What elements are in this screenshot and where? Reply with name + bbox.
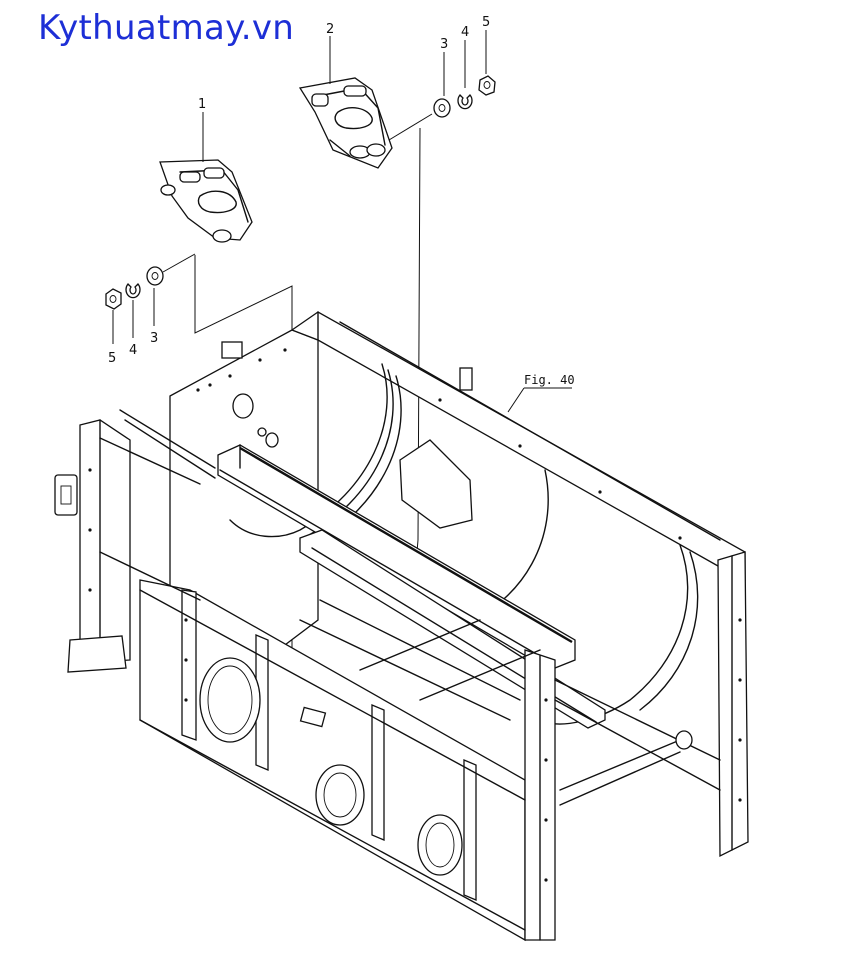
callout-part-2: 2 bbox=[326, 22, 334, 37]
bracket-part-1 bbox=[159, 159, 253, 243]
bolt-holes bbox=[88, 348, 742, 882]
main-frame bbox=[54, 311, 749, 942]
callout-washer-lower: 3 bbox=[150, 331, 158, 346]
hardware-upper bbox=[433, 75, 496, 118]
figure-reference: Fig. 40 bbox=[524, 373, 575, 387]
callout-washer-upper: 3 bbox=[440, 37, 448, 52]
site-watermark: Kythuatmay.vn bbox=[38, 8, 295, 48]
callout-lockwasher-upper: 4 bbox=[461, 25, 469, 40]
callout-lockwasher-lower: 4 bbox=[129, 343, 137, 358]
bracket-part-2 bbox=[298, 77, 393, 169]
callout-part-1: 1 bbox=[198, 97, 206, 112]
hardware-lower bbox=[105, 266, 164, 310]
callout-nut-lower: 5 bbox=[108, 351, 116, 366]
callout-nut-upper: 5 bbox=[482, 15, 490, 30]
